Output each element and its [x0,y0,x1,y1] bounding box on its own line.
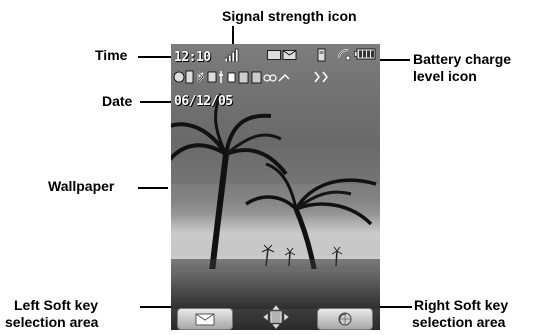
callout-battery-line1: Battery charge [413,51,512,67]
right-soft-key[interactable] [317,308,373,330]
callout-signal-strength: Signal strength icon [222,8,357,24]
phone-memory-icon [317,48,326,62]
callout-wallpaper-leader [138,187,168,189]
browser-globe-icon [338,312,352,326]
callout-time: Time [95,47,128,63]
callout-right-soft-leader [378,306,412,308]
call-icon [338,49,351,61]
callout-time-leader [138,56,174,58]
message-icon [267,50,297,60]
callout-signal-leader [232,26,234,44]
callout-left-soft-leader [140,306,174,308]
callout-left-soft-line2: selection area [5,314,99,330]
sky-glow [171,214,380,254]
callout-right-soft-line1: Right Soft key [414,297,509,313]
status-icons-row [173,70,328,84]
mail-icon [195,313,215,326]
signal-icon [225,48,239,62]
clock-time: 12:10 [174,50,211,65]
status-area: 12:10 [171,44,380,109]
left-soft-key[interactable] [177,308,233,330]
clock-date: 06/12/05 [174,94,233,109]
soft-key-bar [171,304,380,330]
water [171,269,380,309]
callout-battery-line2: level icon [413,68,477,84]
callout-wallpaper: Wallpaper [48,178,115,194]
phone-screen: 12:10 [171,44,380,330]
navigation-key-icon[interactable] [258,304,294,330]
callout-battery-leader [378,59,410,61]
callout-right-soft-line2: selection area [412,314,506,330]
callout-date-leader [140,101,174,103]
horizon [171,259,380,271]
callout-left-soft-line1: Left Soft key [14,297,99,313]
callout-date: Date [102,93,133,109]
battery-icon [354,48,376,60]
